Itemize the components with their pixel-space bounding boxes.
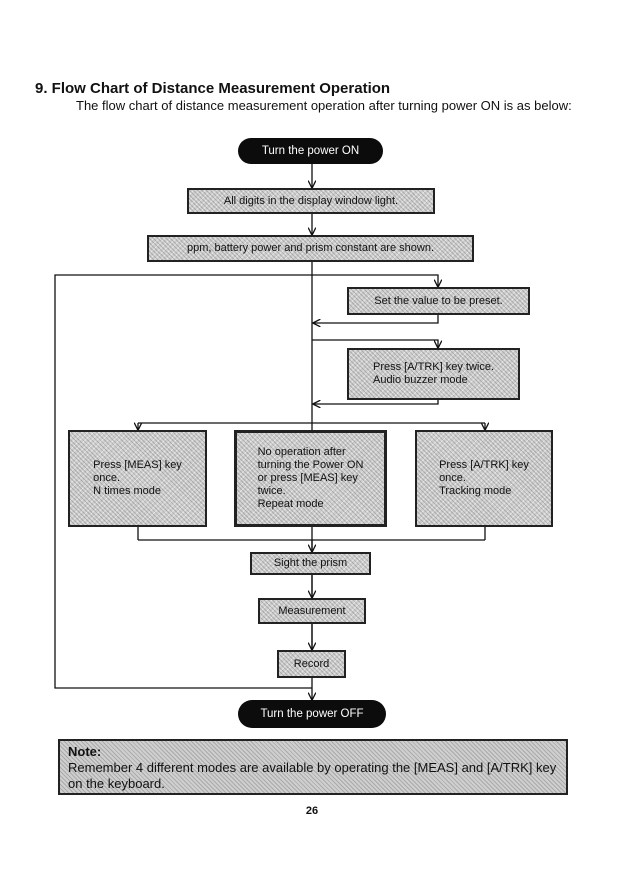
step-digits-light: All digits in the display window light. <box>187 188 435 214</box>
page-number: 26 <box>305 805 319 817</box>
end-terminal: Turn the power OFF <box>238 700 386 728</box>
step-ppm-label: ppm, battery power and prism constant ar… <box>186 242 434 254</box>
step-digits-label: All digits in the display window light. <box>223 194 399 207</box>
step-audio-label: Press [A/TRK] key twice. Audio buzzer mo… <box>372 361 495 386</box>
step-sight-label: Sight the prism <box>273 557 348 569</box>
mode-n-times-label: Press [MEAS] key once. N times mode <box>93 459 182 497</box>
step-measurement: Measurement <box>258 598 366 624</box>
note-text: Remember 4 different modes are available… <box>68 760 557 791</box>
step-audio-buzzer: Press [A/TRK] key twice. Audio buzzer mo… <box>347 348 520 400</box>
section-heading: 9. Flow Chart of Distance Measurement Op… <box>35 80 391 97</box>
mode-repeat: No operation after turning the Power ON … <box>234 430 387 527</box>
intro-text: The flow chart of distance measurement o… <box>76 98 572 113</box>
step-ppm-shown: ppm, battery power and prism constant ar… <box>147 235 474 262</box>
note-label: Note: <box>68 744 102 759</box>
step-record: Record <box>277 650 346 678</box>
mode-n-times: Press [MEAS] key once. N times mode <box>68 430 207 527</box>
step-record-label: Record <box>293 657 330 670</box>
step-preset: Set the value to be preset. <box>347 287 530 315</box>
mode-tracking-label: Press [A/TRK] key once. Tracking mode <box>439 459 529 497</box>
mode-tracking: Press [A/TRK] key once. Tracking mode <box>415 430 553 527</box>
note-box: Note: Remember 4 different modes are ava… <box>58 739 568 795</box>
mode-repeat-label: No operation after turning the Power ON … <box>257 446 364 510</box>
step-measure-label: Measurement <box>278 604 346 617</box>
start-terminal: Turn the power ON <box>238 138 383 164</box>
step-preset-label: Set the value to be preset. <box>374 294 503 307</box>
step-sight-prism: Sight the prism <box>250 552 371 575</box>
